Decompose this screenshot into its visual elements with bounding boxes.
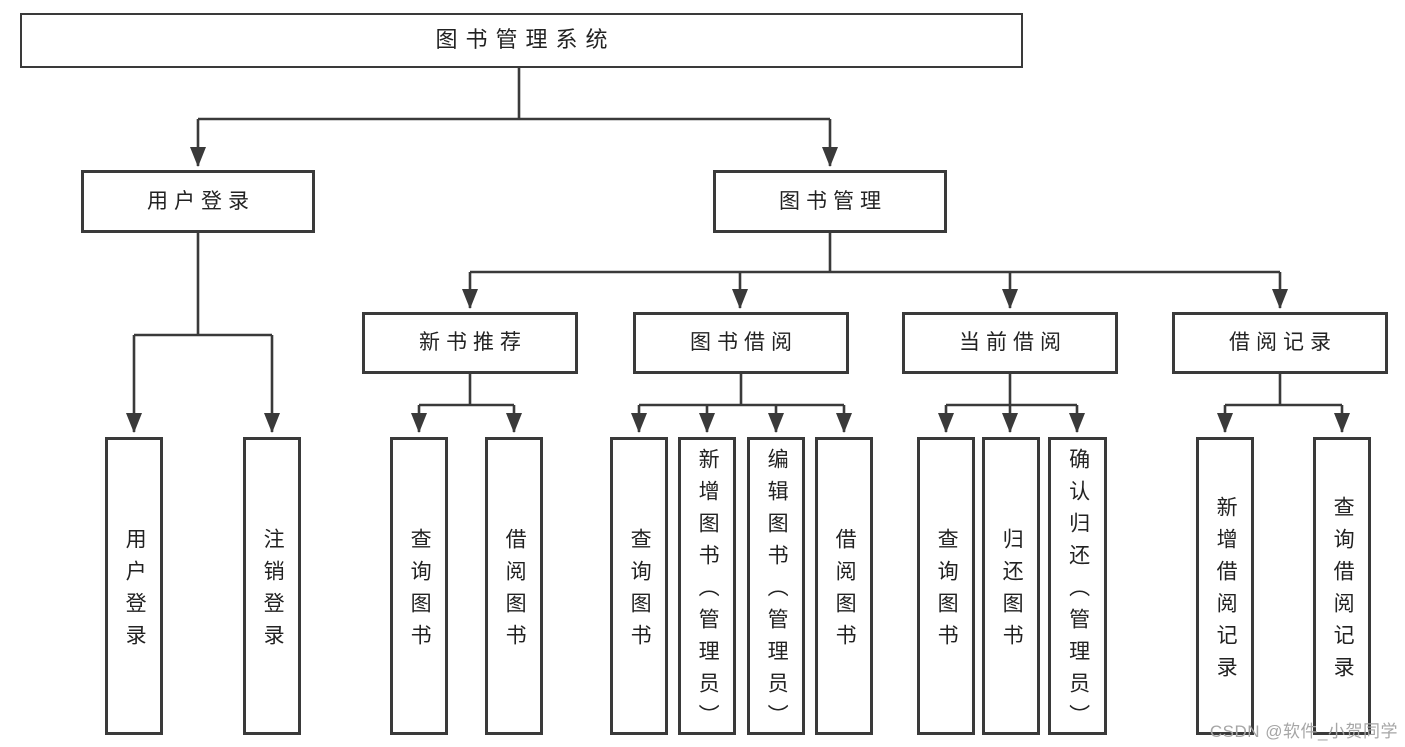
node-user-login: 用户登录 — [81, 170, 315, 233]
leaf-user-login: 用户登录 — [105, 437, 163, 735]
node-book-borrowing: 图书借阅 — [633, 312, 849, 374]
csdn-watermark: CSDN @软件_小贺同学 — [1209, 722, 1398, 741]
node-label: 归还图书 — [1000, 527, 1024, 656]
connector-book-management-split — [470, 233, 1280, 274]
node-label: 用户登录 — [147, 189, 255, 213]
node-label: 借阅图书 — [833, 527, 857, 656]
node-book-management-system: 图书管理系统 — [20, 13, 1023, 68]
connector-book-borrowing-split — [639, 374, 844, 407]
node-label: 当前借阅 — [959, 331, 1067, 355]
connector-new-book-split — [419, 374, 514, 407]
node-label: 新增图书（管理员） — [696, 447, 720, 736]
connector-borrowing-records-split — [1225, 374, 1342, 407]
node-label: 注销登录 — [261, 527, 285, 656]
node-label: 新增借阅记录 — [1214, 495, 1238, 688]
node-label: 查询图书 — [408, 527, 432, 656]
leaf-cb-return-books: 归还图书 — [982, 437, 1040, 735]
node-label: 查询图书 — [628, 527, 652, 656]
node-current-borrowing: 当前借阅 — [902, 312, 1118, 374]
connector-root-split — [198, 68, 830, 121]
node-label: 新书推荐 — [419, 331, 527, 355]
leaf-bb-edit-books: 编辑图书（管理员） — [747, 437, 805, 736]
leaf-br-query-record: 查询借阅记录 — [1313, 437, 1371, 735]
node-book-management: 图书管理 — [713, 170, 947, 233]
leaf-cb-confirm-return: 确认归还（管理员） — [1048, 437, 1107, 736]
leaf-cb-query-books: 查询图书 — [917, 437, 975, 735]
leaf-bb-borrow-books: 借阅图书 — [815, 437, 873, 735]
leaf-bb-query-books: 查询图书 — [610, 437, 668, 735]
connector-user-login-split — [134, 233, 272, 337]
node-label: 借阅记录 — [1229, 331, 1337, 355]
leaf-nb-query-books: 查询图书 — [390, 437, 448, 735]
connector-current-borrowing-split — [946, 374, 1077, 407]
leaf-bb-add-books: 新增图书（管理员） — [678, 437, 736, 736]
node-label: 确认归还（管理员） — [1066, 447, 1090, 736]
node-label: 图书管理 — [779, 189, 887, 213]
node-label: 查询借阅记录 — [1331, 495, 1355, 688]
node-borrowing-records: 借阅记录 — [1172, 312, 1388, 374]
node-label: 图书借阅 — [690, 331, 798, 355]
node-label: 查询图书 — [935, 527, 959, 656]
node-label: 图书管理系统 — [435, 27, 616, 53]
leaf-br-add-record: 新增借阅记录 — [1196, 437, 1254, 735]
node-label: 用户登录 — [123, 527, 147, 656]
node-label: 编辑图书（管理员） — [765, 447, 789, 736]
node-new-book-recommend: 新书推荐 — [362, 312, 578, 374]
node-label: 借阅图书 — [503, 527, 527, 656]
leaf-logout: 注销登录 — [243, 437, 301, 735]
leaf-nb-borrow-books: 借阅图书 — [485, 437, 543, 735]
